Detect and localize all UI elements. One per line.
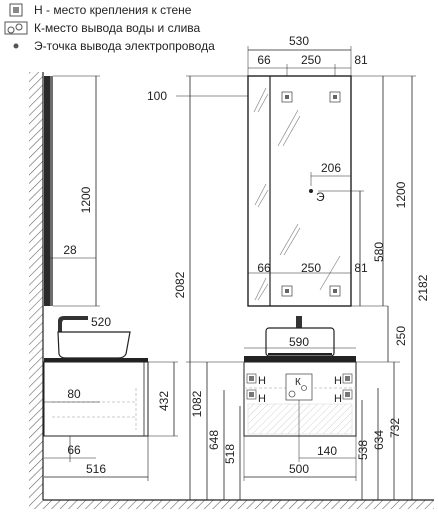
- mount-point-icon: [281, 91, 293, 103]
- cabinet-mount-points: Н Н Н Н: [246, 373, 353, 405]
- side-faucet: [58, 316, 88, 332]
- wall-mount-icon: [9, 3, 23, 17]
- water-outlet-icon: [4, 21, 28, 35]
- legend-row-mount: Н - место крепления к стене: [4, 1, 191, 19]
- electric-marker: Э: [316, 190, 325, 204]
- legend-text-mount: Н - место крепления к стене: [34, 3, 192, 17]
- mount-label: Н: [258, 375, 266, 387]
- electric-point-icon: [13, 43, 19, 49]
- dim-side-516: 516: [86, 462, 106, 476]
- front-countertop: [244, 356, 356, 362]
- dim-side-1200: 1200: [79, 186, 93, 213]
- mount-point-icon: [329, 285, 341, 297]
- dim-634: 634: [372, 430, 386, 450]
- dim-2182: 2182: [416, 274, 430, 301]
- front-view: 530 66 250 81 100: [147, 34, 430, 500]
- dim-side-28: 28: [63, 243, 77, 257]
- mount-point-icon: [329, 91, 341, 103]
- dim-side-80: 80: [67, 387, 81, 401]
- dim-side-432: 432: [157, 391, 171, 411]
- dim-low-250: 250: [301, 261, 321, 275]
- legend-text-outlet: К-место вывода воды и слива: [34, 21, 201, 35]
- dim-732: 732: [388, 418, 402, 438]
- electric-point-icon: [309, 189, 313, 193]
- mount-point-icon: [281, 285, 293, 297]
- legend-text-electric: Э-точка вывода электропровода: [34, 39, 215, 53]
- side-basin: [57, 331, 131, 359]
- mount-label: Н: [334, 375, 342, 387]
- dim-100: 100: [147, 89, 167, 103]
- outlet-box: [285, 373, 313, 401]
- dim-top-81: 81: [354, 53, 368, 67]
- dim-590: 590: [289, 335, 309, 349]
- side-mirror-edge: [50, 76, 53, 306]
- dim-580: 580: [372, 242, 386, 262]
- wall-hatch: [29, 72, 43, 500]
- dim-low-81: 81: [354, 261, 368, 275]
- dim-top-250: 250: [301, 53, 321, 67]
- dim-538: 538: [356, 440, 370, 460]
- dim-500: 500: [289, 462, 309, 476]
- floor-dimensions: 2082 1082 648 518: [173, 75, 250, 500]
- legend-row-outlet: К-место вывода воды и слива: [4, 19, 200, 37]
- dim-1082: 1082: [190, 390, 204, 417]
- front-faucet: [296, 316, 302, 328]
- side-cabinet: [43, 361, 149, 437]
- dim-648: 648: [207, 430, 221, 450]
- mount-label: Н: [334, 393, 342, 405]
- mirror-mount-points: [281, 91, 341, 297]
- dim-side-520: 520: [91, 315, 111, 329]
- outlet-marker: К: [295, 377, 301, 388]
- cabinet-drawer: [247, 403, 353, 435]
- dim-low-66: 66: [257, 261, 271, 275]
- dim-140: 140: [317, 444, 337, 458]
- side-countertop: [44, 358, 148, 362]
- floor-hatch: [29, 500, 434, 509]
- dim-top-66: 66: [257, 53, 271, 67]
- mount-label: Н: [258, 393, 266, 405]
- dim-front-1200: 1200: [394, 181, 408, 208]
- legend-row-electric: Э-точка вывода электропровода: [4, 37, 215, 55]
- dim-side-66: 66: [67, 443, 81, 457]
- dim-518: 518: [223, 444, 237, 464]
- side-mirror-body: [44, 76, 50, 306]
- dim-2082: 2082: [173, 271, 187, 298]
- dim-530: 530: [289, 34, 309, 48]
- dim-206: 206: [321, 161, 341, 175]
- side-view: 1200 28 520 80 66 516 432: [29, 72, 434, 509]
- dim-250-basin: 250: [394, 326, 408, 346]
